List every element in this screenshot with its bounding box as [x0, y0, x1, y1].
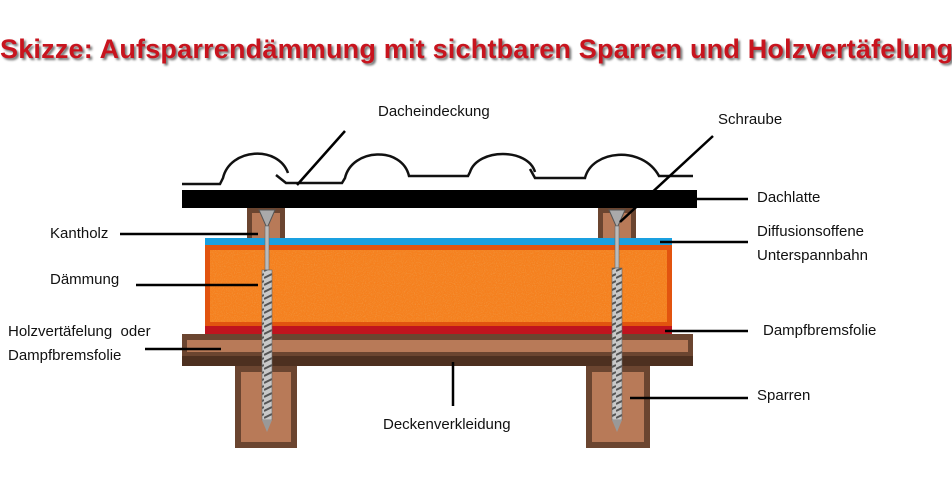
roof-tiles [182, 152, 693, 186]
label-holz-2: Dampfbremsfolie [8, 347, 122, 364]
screw-right [608, 209, 626, 432]
label-deckenverkleidung: Deckenverkleidung [383, 416, 511, 433]
membrane-layer [205, 238, 672, 245]
screw-left [258, 209, 276, 432]
page-title: Skizze: Aufsparrendämmung mit sichtbaren… [0, 34, 952, 64]
label-daemmung: Dämmung [50, 271, 120, 288]
label-schraube: Schraube [718, 111, 783, 128]
label-dampfbremsfolie: Dampfbremsfolie [763, 322, 877, 339]
dachlatte-batten [182, 190, 697, 208]
label-kantholz: Kantholz [50, 225, 109, 242]
label-diffusion-1: Diffusionsoffene [757, 223, 865, 240]
label-dachlatte: Dachlatte [757, 189, 821, 206]
label-holz-1: Holzvertäfelung oder [8, 323, 151, 340]
label-diffusion-2: Unterspannbahn [757, 247, 868, 264]
label-dacheindeckung: Dacheindeckung [378, 103, 490, 120]
vapor-barrier-layer [205, 326, 672, 334]
label-sparren: Sparren [757, 387, 811, 404]
leader-lines [120, 130, 748, 406]
